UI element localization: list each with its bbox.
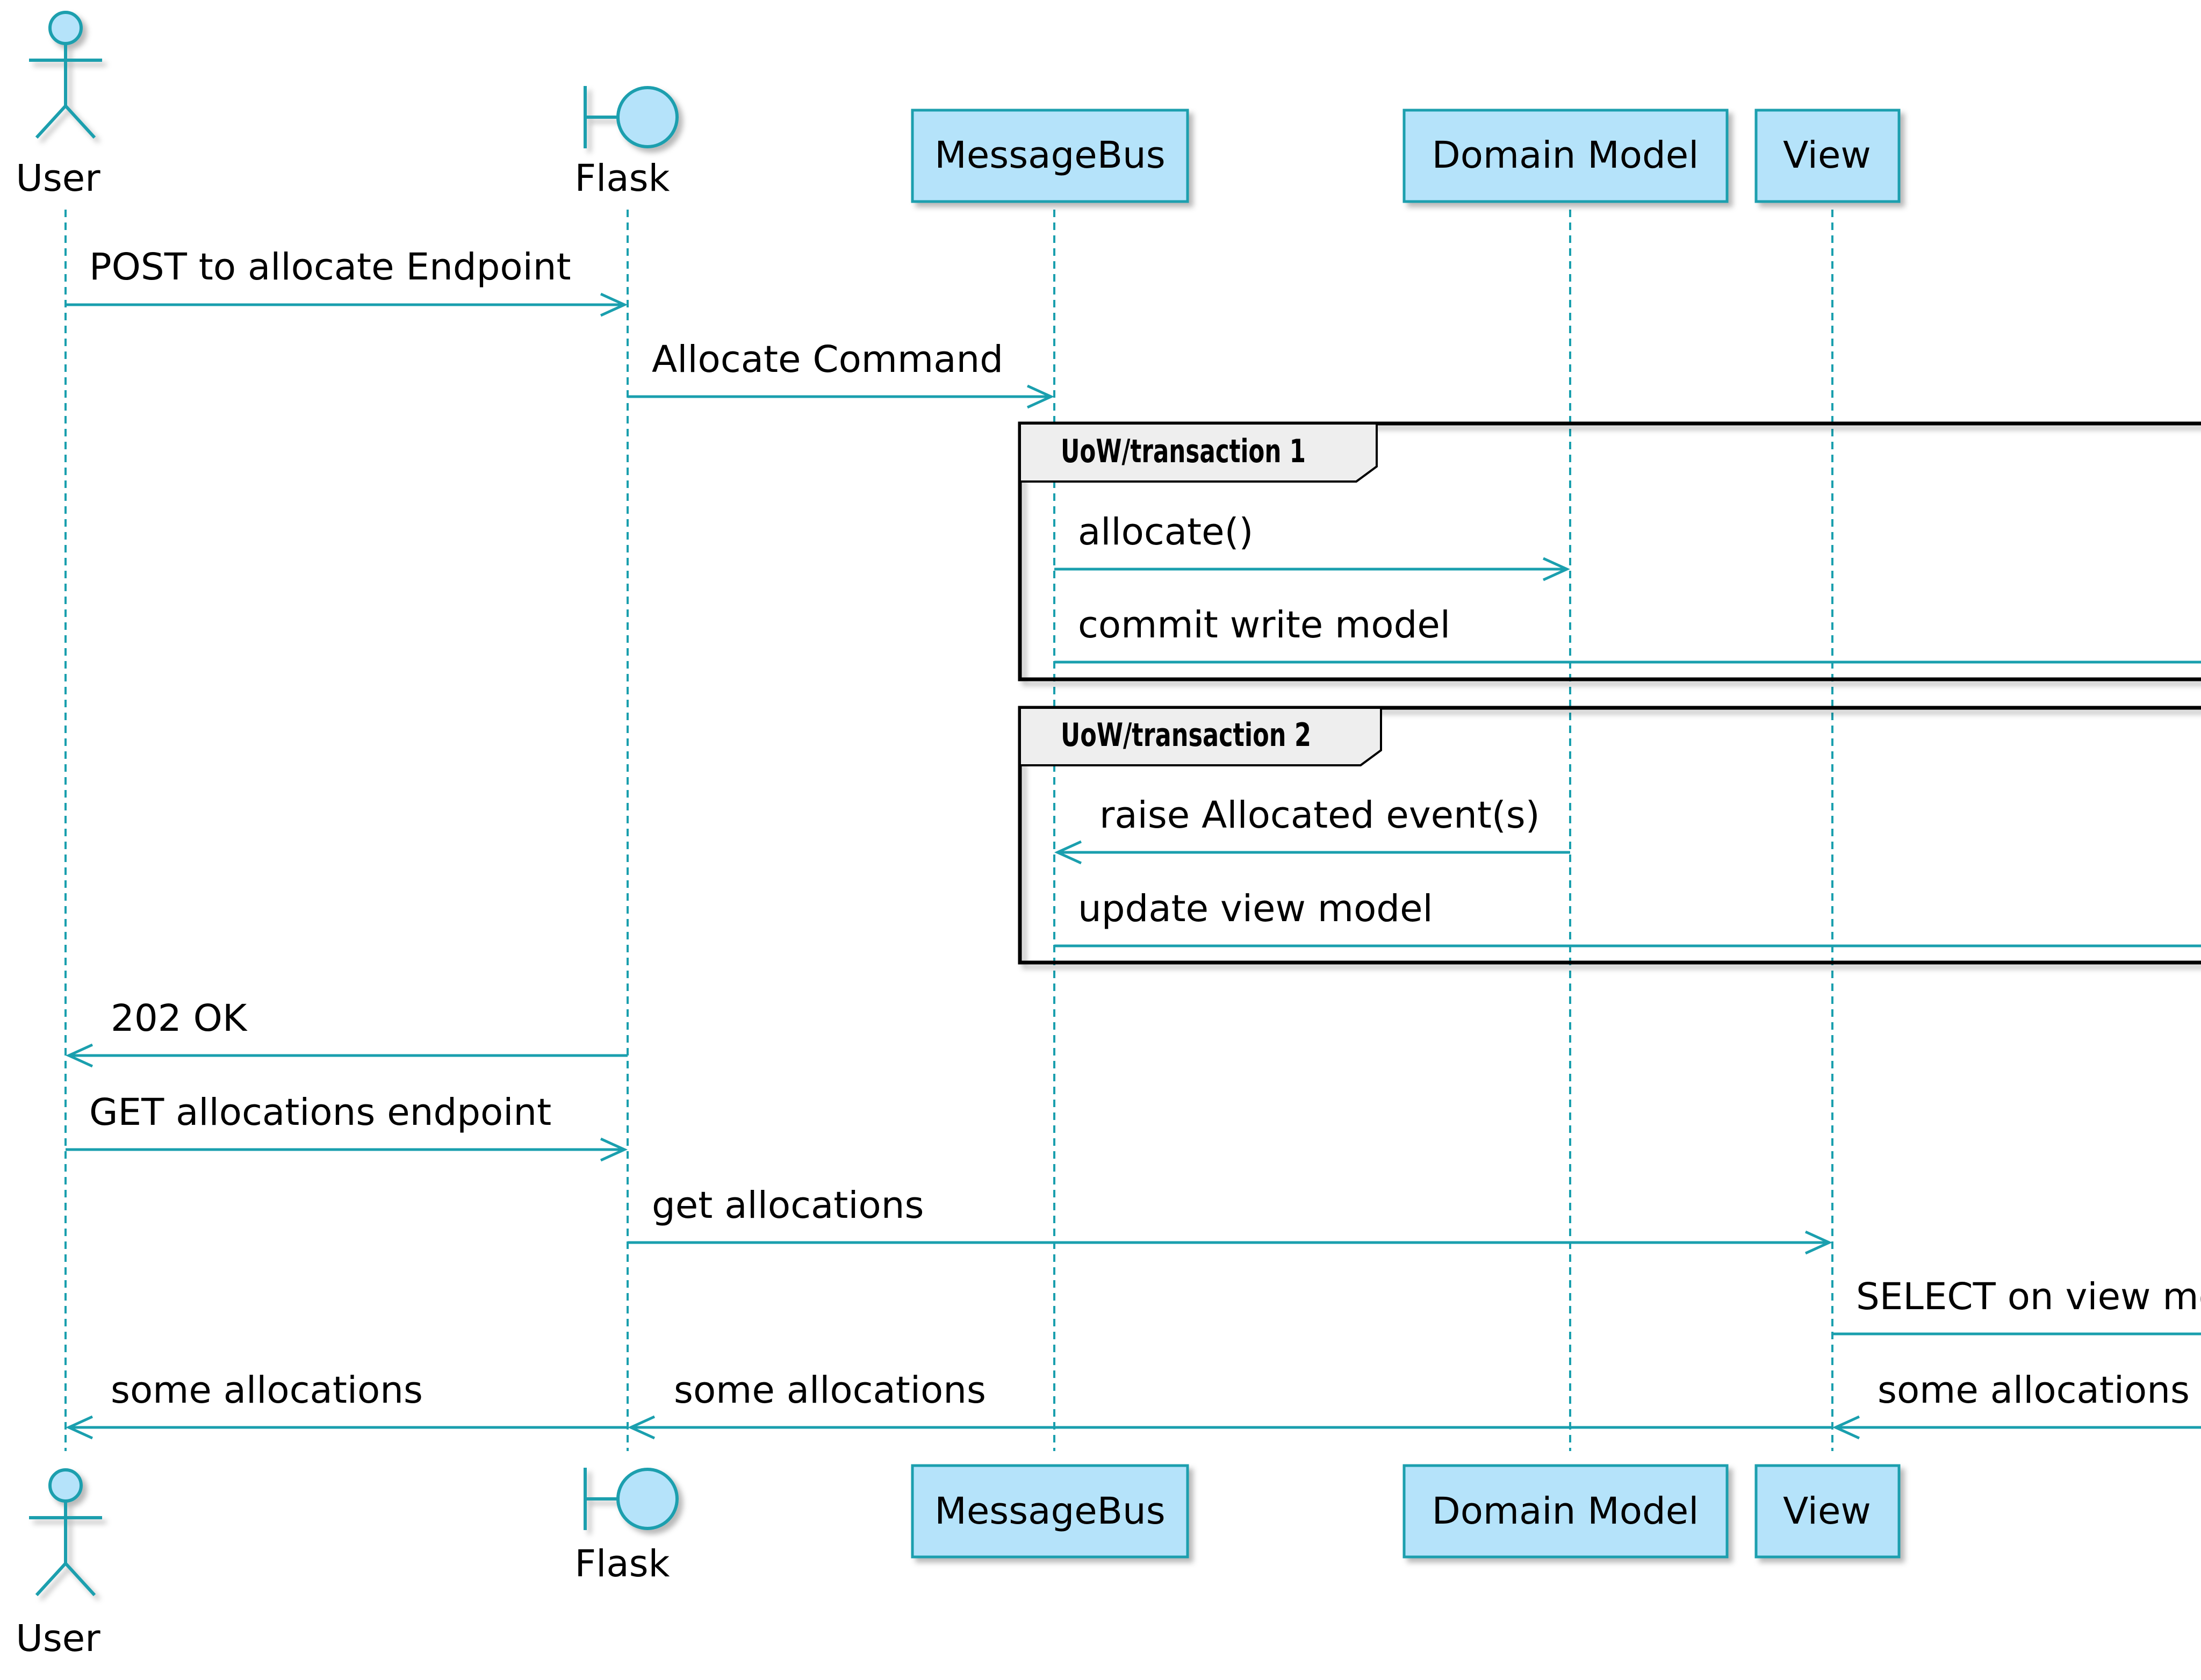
message-label-13: some allocations [111,1369,423,1412]
message-label-8: GET allocations endpoint [89,1091,551,1134]
transaction-frame-2: UoW/transaction 2 [1018,706,2201,965]
frame-2-tab [1019,707,1382,766]
arrowhead-left-icon [65,1043,93,1068]
flask-boundary-bottom [584,1468,679,1530]
user-actor-bottom [29,1468,102,1597]
message-label-12: some allocations [674,1369,986,1412]
messagebus-label-top: MessageBus [934,134,1165,177]
lifelines [64,210,1833,1451]
arrowhead-right-icon [1804,1230,1833,1255]
message-label-7: 202 OK [111,997,248,1040]
message-label-11: some allocations [1878,1369,2190,1412]
arrowhead-right-icon [1542,557,1571,581]
message-label-5: raise Allocated event(s) [1099,794,1540,837]
message-labels: POST to allocate Endpoint Allocate Comma… [89,246,2201,1412]
message-label-4: commit write model [1078,604,1450,647]
flask-label-top: Flask [574,157,670,200]
messagebus-label-bottom: MessageBus [934,1490,1165,1533]
arrowhead-right-icon [600,292,628,317]
participants-bottom: User Flask MessageBus Domain Model View [16,1464,1901,1660]
arrowhead-left-icon [65,1415,93,1440]
participants-top: User Flask MessageBus Domain Model View [16,11,1901,203]
message-label-3: allocate() [1078,511,1253,554]
view-label-top: View [1783,134,1871,177]
messagebus-box-top [911,109,1189,203]
domain-model-label-bottom: Domain Model [1432,1490,1699,1533]
arrowhead-left-icon [1054,840,1082,865]
frame-1-tab [1019,422,1378,483]
user-actor-top [29,11,102,139]
actor-icon [48,11,83,45]
frame-1-border [1018,421,2201,681]
domain-model-box-top [1402,109,1729,203]
messages [65,292,2201,1440]
flask-label-bottom: Flask [574,1542,670,1585]
domain-model-label-top: Domain Model [1432,134,1699,177]
user-label-top: User [16,157,100,200]
message-label-2: Allocate Command [652,338,1003,381]
view-box-bottom [1754,1464,1901,1559]
message-label-1: POST to allocate Endpoint [89,246,571,289]
message-label-9: get allocations [652,1184,924,1227]
message-label-10: SELECT on view model [1856,1275,2201,1318]
frame-1-label: UoW/transaction 1 [1061,433,1306,470]
transaction-frame-1: UoW/transaction 1 [1018,421,2201,681]
frame-2-label: UoW/transaction 2 [1061,716,1311,754]
arrowhead-left-icon [1832,1415,1860,1440]
view-label-bottom: View [1783,1490,1871,1533]
user-label-bottom: User [16,1617,100,1660]
actor-icon [48,1468,83,1503]
view-box-top [1754,109,1901,203]
flask-boundary-top [584,86,679,148]
messagebus-box-bottom [911,1464,1189,1559]
domain-model-box-bottom [1402,1464,1729,1559]
arrowhead-right-icon [1026,384,1055,409]
arrowhead-left-icon [627,1415,656,1440]
frame-2-border [1018,706,2201,965]
arrowhead-right-icon [600,1137,628,1162]
message-label-6: update view model [1078,887,1433,930]
